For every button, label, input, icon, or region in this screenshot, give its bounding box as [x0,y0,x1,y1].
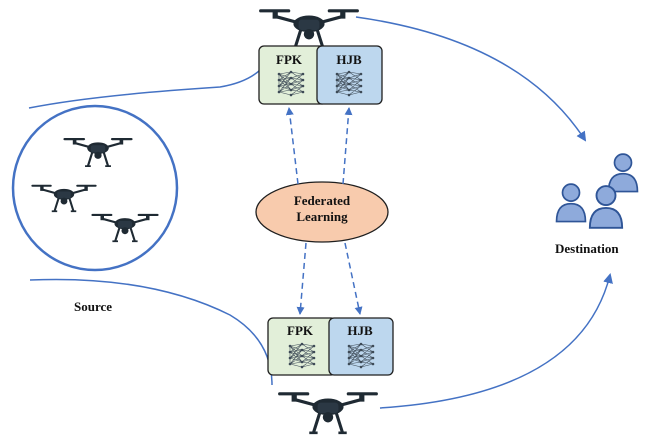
drone-icon [90,212,160,243]
federated-learning-label: Federated Learning [293,193,351,224]
drone-icon [257,7,361,52]
bottom-fpk-label: FPK [287,323,313,338]
top-hjb-box [316,45,383,105]
top-hjb-label: HJB [336,52,362,67]
destination-label: Destination [555,241,619,256]
source-circle [11,104,179,272]
source-label: Source [74,299,113,314]
fl-to-top-fpk-arrow [285,107,299,185]
drone-icon [62,136,134,168]
federated-learning-ellipse [255,181,389,243]
bottom-to-destination-arrow [379,273,613,409]
top-fpk-label: FPK [276,52,302,67]
bottom-hjb-box [328,317,394,376]
fl-to-bottom-hjb-arrow [344,242,363,315]
source-top-connector [28,51,273,109]
drone-icon [276,390,380,435]
fl-to-top-hjb-arrow [342,107,353,185]
users-icon [555,153,639,229]
top-to-destination-arrow [355,16,587,142]
drone-icon [30,183,98,213]
bottom-hjb-label: HJB [347,323,373,338]
source-bottom-connector [29,278,273,386]
fl-to-bottom-fpk-arrow [296,242,307,315]
